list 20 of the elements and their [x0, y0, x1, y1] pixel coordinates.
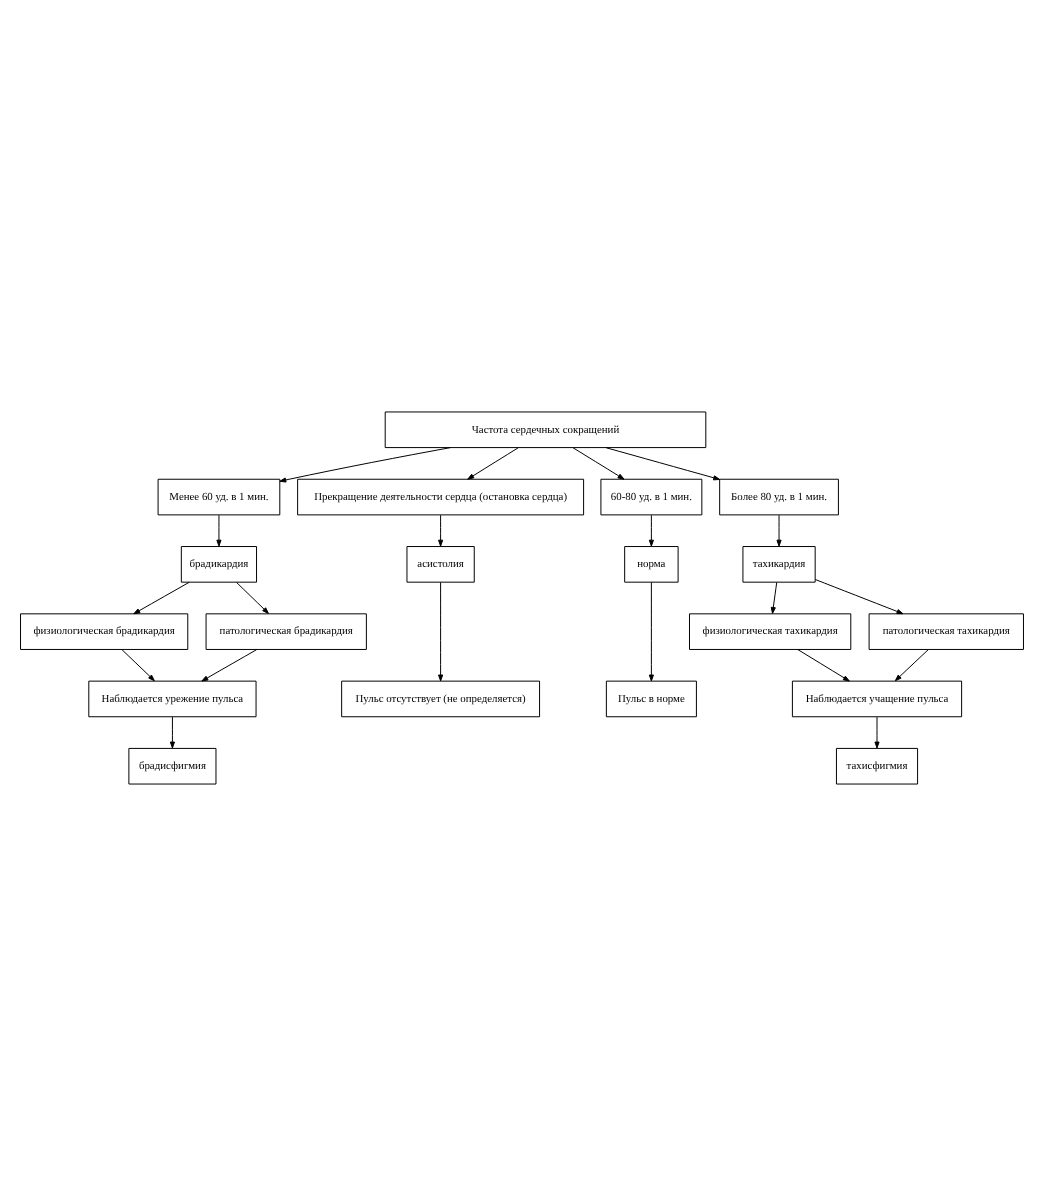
- arrow: [776, 513, 782, 546]
- arrow: [216, 513, 222, 546]
- arrow: [770, 581, 778, 613]
- arrow: [438, 513, 444, 546]
- arrow: [438, 580, 444, 681]
- arrow: [169, 715, 175, 748]
- arrow: [814, 578, 904, 614]
- arrow: [874, 715, 880, 748]
- arrow: [648, 580, 654, 681]
- arrow: [236, 581, 269, 613]
- arrow: [467, 446, 519, 479]
- arrow: [605, 446, 721, 480]
- arrow: [797, 648, 850, 681]
- arrow: [201, 648, 258, 681]
- arrow: [648, 513, 654, 546]
- arrow: [121, 648, 155, 681]
- arrow: [894, 648, 929, 681]
- arrow: [279, 446, 452, 482]
- arrow: [572, 446, 625, 479]
- arrow: [133, 580, 190, 614]
